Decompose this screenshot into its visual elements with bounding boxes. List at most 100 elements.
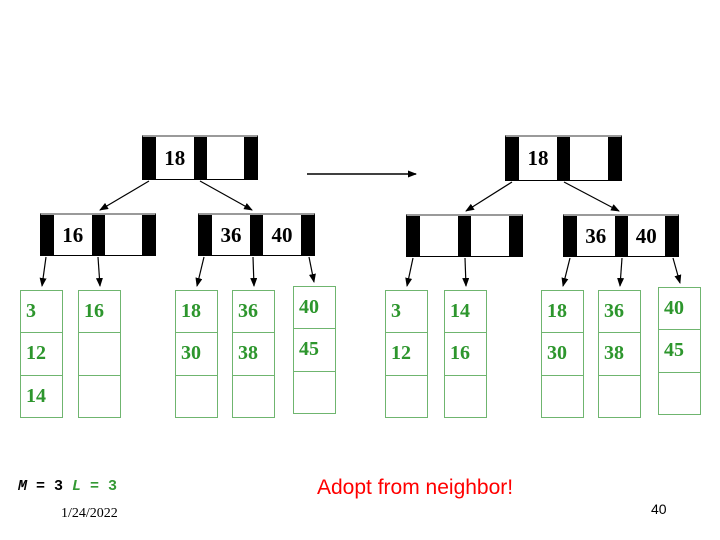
- pointer-bar: [557, 137, 570, 180]
- leaf-cell: [233, 376, 274, 417]
- leaf-cell: 30: [176, 333, 217, 376]
- leaf-value: 36: [604, 300, 624, 323]
- edge-arrow: [462, 257, 470, 287]
- edge-arrow: [195, 256, 205, 287]
- before-root-node: 18: [142, 135, 258, 180]
- leaf-value: 16: [450, 342, 470, 365]
- pointer-bar: [244, 137, 257, 179]
- leaf-cell: [659, 373, 700, 414]
- key-value: 18: [164, 145, 186, 170]
- after-leaf-2: 14 16: [444, 290, 487, 418]
- leaf-value: 18: [181, 300, 201, 323]
- leaf-cell: [445, 376, 486, 417]
- key-cell: 18: [156, 137, 194, 179]
- key-cell: 18: [519, 137, 557, 180]
- leaf-value: 3: [391, 300, 401, 323]
- leaf-value: 14: [450, 300, 470, 323]
- before-internal-left-node: 16: [40, 213, 156, 256]
- leaf-value: 16: [84, 300, 104, 323]
- leaf-value: 40: [299, 296, 319, 319]
- leaf-cell: 18: [542, 291, 583, 334]
- edge-arrow: [563, 181, 620, 212]
- pointer-bar: [142, 215, 155, 255]
- leaf-value: 12: [26, 342, 46, 365]
- after-root-node: 18: [505, 135, 622, 181]
- pointer-bar: [91, 215, 105, 255]
- before-leaf-5: 40 45: [293, 286, 336, 414]
- leaf-cell: [294, 372, 335, 413]
- leaf-cell: 36: [599, 291, 640, 334]
- edge-arrow: [561, 257, 571, 287]
- leaf-value: 30: [547, 342, 567, 365]
- leaf-value: 18: [547, 300, 567, 323]
- leaf-cell: 36: [233, 291, 274, 334]
- leaf-cell: 45: [294, 329, 335, 372]
- leaf-value: 36: [238, 300, 258, 323]
- pointer-bar: [199, 215, 212, 255]
- leaf-cell: [542, 376, 583, 417]
- edge-arrow: [672, 257, 682, 284]
- leaf-value: 30: [181, 342, 201, 365]
- edge-arrow: [308, 256, 316, 283]
- after-leaf-1: 3 12: [385, 290, 428, 418]
- leaf-cell: 14: [445, 291, 486, 334]
- key-cell: 40: [627, 216, 665, 256]
- before-leaf-2: 16: [78, 290, 121, 418]
- pointer-bar: [193, 137, 207, 179]
- key-cell: 16: [54, 215, 92, 255]
- leaf-value: 14: [26, 384, 46, 407]
- key-value: 36: [585, 223, 607, 248]
- leaf-cell: [79, 333, 120, 376]
- edge-arrow: [99, 180, 150, 211]
- pointer-bar: [250, 215, 263, 255]
- key-value: 40: [271, 222, 293, 247]
- leaf-value: 3: [26, 300, 36, 323]
- leaf-value: 38: [238, 342, 258, 365]
- key-cell: [570, 137, 608, 180]
- after-leaf-3: 18 30: [541, 290, 584, 418]
- edge-arrow: [250, 256, 258, 287]
- leaf-value: 45: [664, 339, 684, 362]
- leaf-cell: [176, 376, 217, 417]
- slide-date: 1/24/2022: [61, 506, 118, 521]
- pointer-bar: [614, 216, 628, 256]
- pointer-bar: [407, 216, 420, 256]
- leaf-value: 38: [604, 342, 624, 365]
- key-cell: [206, 137, 244, 179]
- edge-arrow: [95, 256, 103, 287]
- key-cell: [104, 215, 142, 255]
- leaf-cell: 16: [445, 333, 486, 376]
- l-parameter: L: [72, 478, 82, 495]
- pointer-bar: [665, 216, 678, 256]
- pointer-bar: [509, 216, 522, 256]
- leaf-value: 12: [391, 342, 411, 365]
- leaf-cell: 16: [79, 291, 120, 334]
- after-leaf-5: 40 45: [658, 287, 701, 415]
- leaf-cell: 38: [233, 333, 274, 376]
- leaf-cell: 30: [542, 333, 583, 376]
- leaf-cell: 3: [21, 291, 62, 334]
- leaf-cell: 12: [386, 333, 427, 376]
- page-number: 40: [651, 501, 667, 517]
- leaf-cell: 45: [659, 330, 700, 373]
- edge-arrow: [405, 257, 414, 287]
- l-value: = 3: [81, 478, 118, 495]
- after-leaf-4: 36 38: [598, 290, 641, 418]
- edge-arrow: [617, 257, 625, 287]
- leaf-cell: 14: [21, 376, 62, 417]
- pointer-bar: [301, 215, 314, 255]
- key-cell: 36: [577, 216, 615, 256]
- key-cell: [471, 216, 509, 256]
- key-cell: [420, 216, 458, 256]
- after-internal-left-node: [406, 214, 523, 257]
- pointer-bar: [564, 216, 577, 256]
- leaf-cell: 12: [21, 333, 62, 376]
- before-leaf-3: 18 30: [175, 290, 218, 418]
- leaf-value: 45: [299, 338, 319, 361]
- leaf-cell: 38: [599, 333, 640, 376]
- key-value: 18: [527, 146, 549, 170]
- edge-arrow: [465, 181, 513, 212]
- key-value: 16: [62, 222, 84, 247]
